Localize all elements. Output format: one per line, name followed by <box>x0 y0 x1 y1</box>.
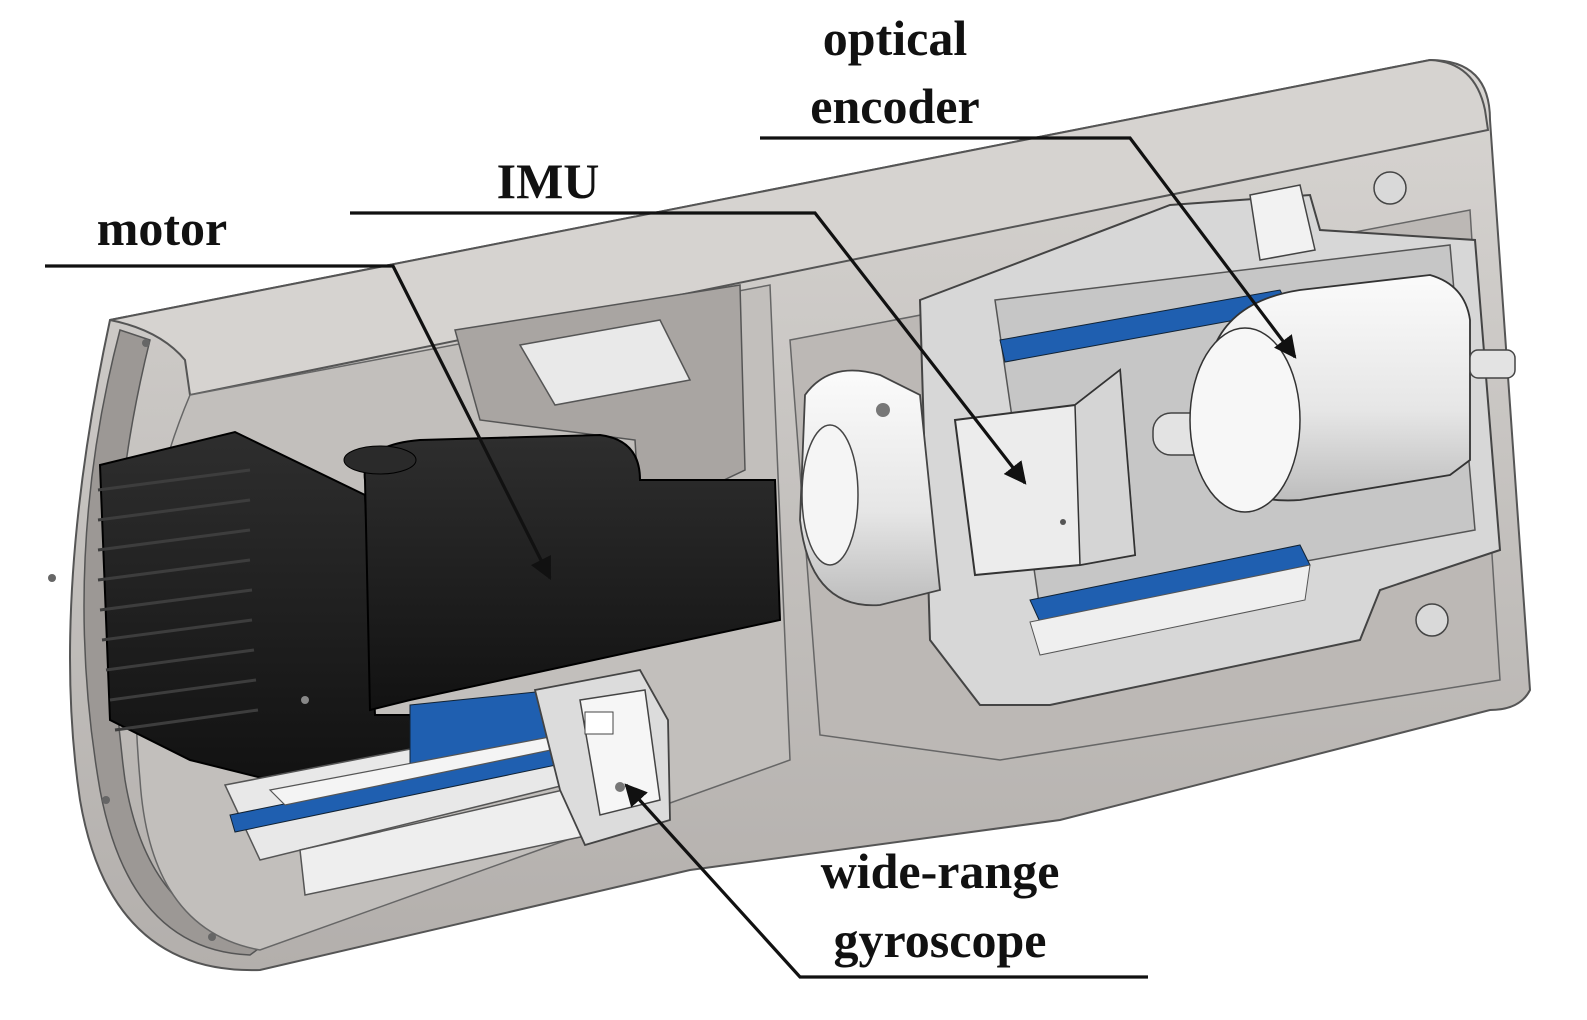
label-optical-line2: encoder <box>810 78 979 134</box>
leader-gyroscope <box>624 783 1148 979</box>
rim-screw-2 <box>48 574 56 582</box>
leader-imu <box>350 211 1027 485</box>
bearing-ball-bottom <box>1415 603 1449 637</box>
label-gyroscope-line2: gyroscope <box>834 912 1047 968</box>
motor <box>97 430 782 782</box>
lower-pcb-stack <box>223 689 591 896</box>
motor-mount-bracket <box>454 284 746 522</box>
heatsink-fins <box>97 468 259 732</box>
label-motor: motor <box>97 200 228 256</box>
rim-screw-1 <box>142 339 150 347</box>
motor-shaft-end <box>343 445 417 475</box>
label-gyroscope-line1: wide-range <box>821 843 1060 899</box>
leader-lines <box>45 136 1297 979</box>
leader-encoder <box>760 136 1297 359</box>
rim-screw-3 <box>102 796 110 804</box>
bearing-ball-top <box>1373 171 1407 205</box>
label-optical-line1: optical <box>823 10 968 66</box>
rim-screw-4 <box>208 933 216 941</box>
output-shaft <box>1469 349 1516 379</box>
leader-motor <box>45 264 552 581</box>
right-assembly <box>799 171 1516 706</box>
housing-top-rim <box>109 58 1490 397</box>
label-imu: IMU <box>497 153 600 209</box>
